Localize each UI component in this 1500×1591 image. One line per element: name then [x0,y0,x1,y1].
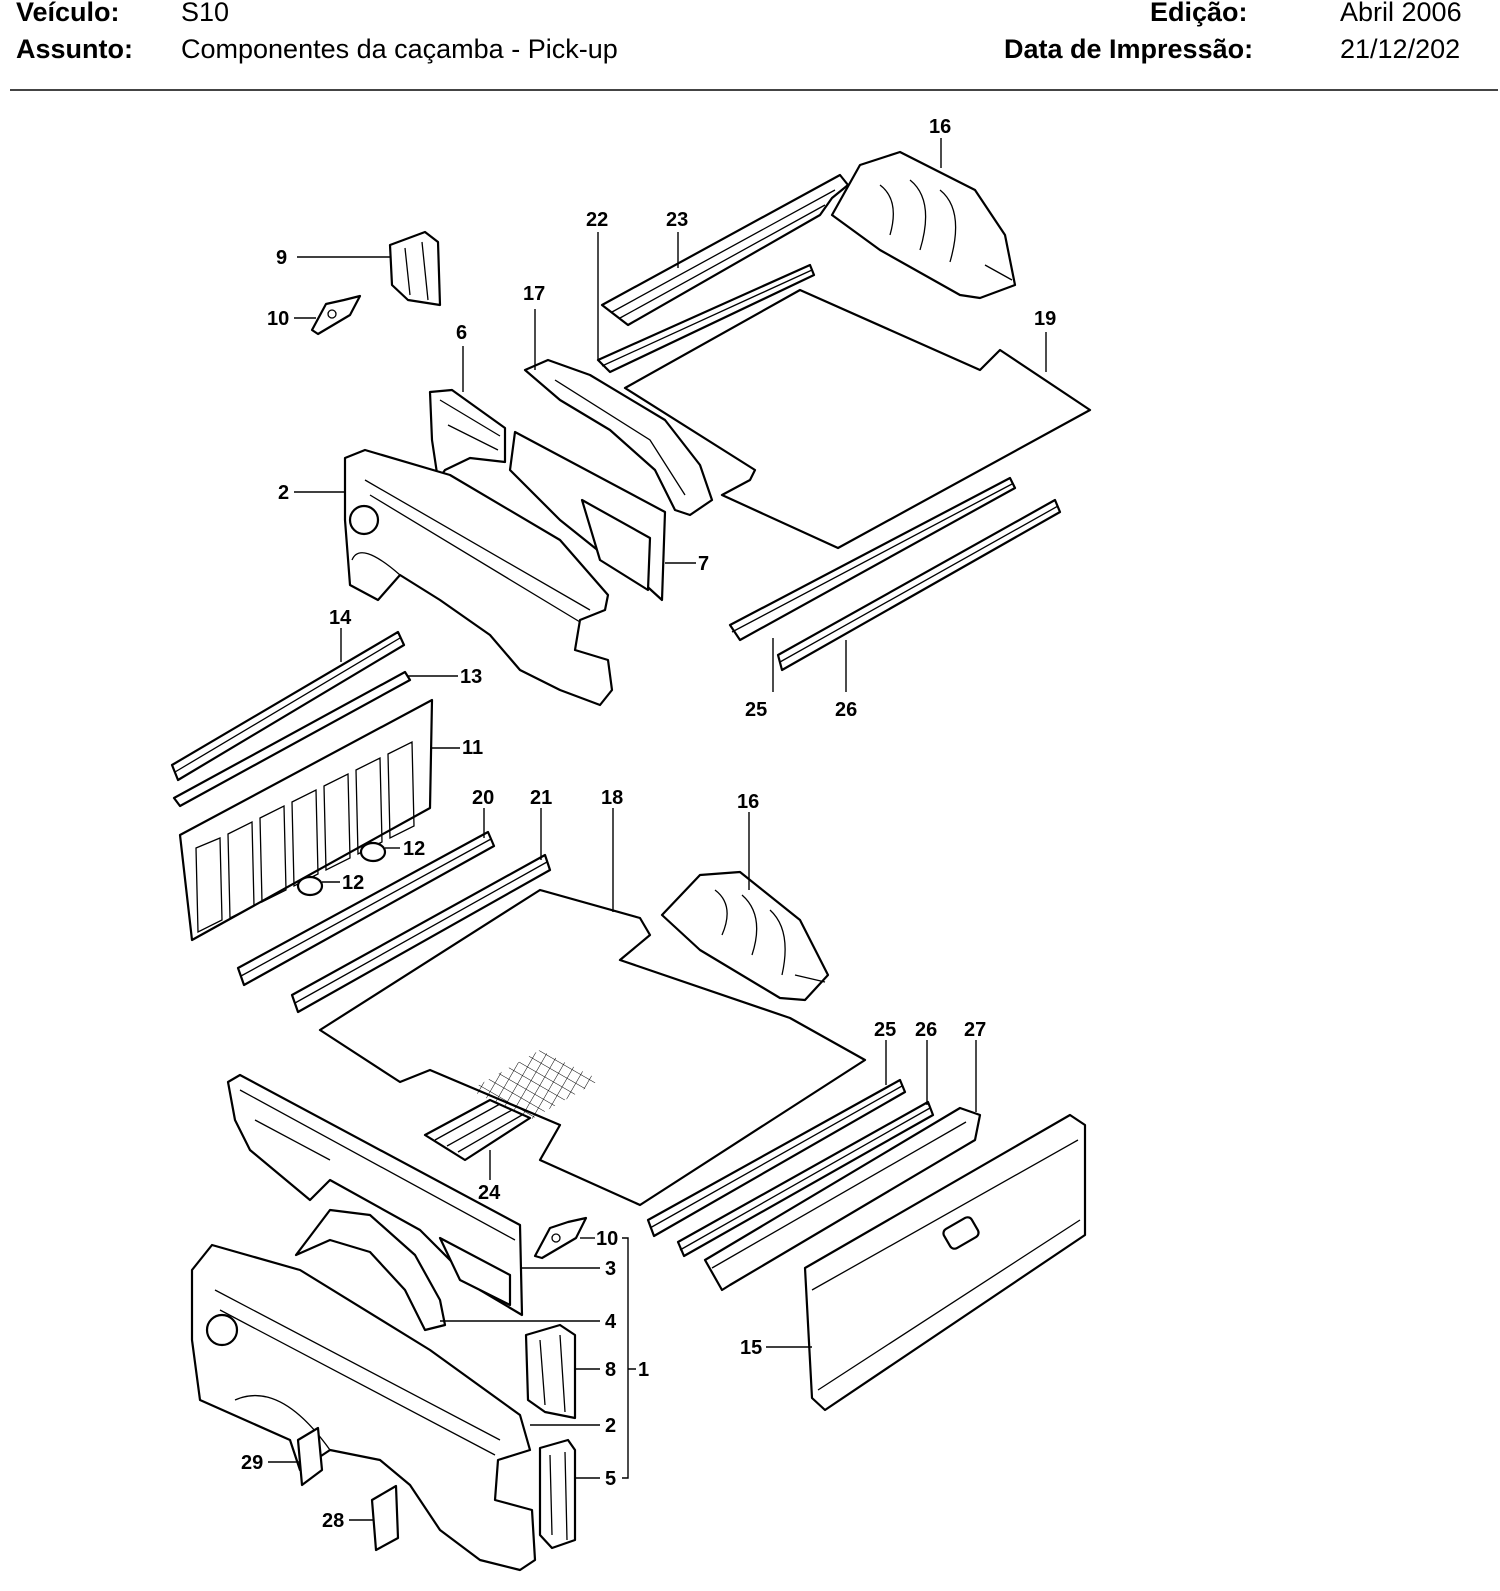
subject-label: Assunto: [16,34,133,64]
part-14-rail [170,630,406,782]
part-9-bracket [388,230,442,307]
part-26-crossmember-upper [776,498,1062,672]
vehicle-value: S10 [181,0,230,27]
callout-16: 16 [929,116,951,138]
part-10-clip-lower [533,1216,588,1260]
callout-5: 5 [605,1468,616,1490]
part-28-mud-flap [370,1484,400,1552]
callout-6: 6 [456,322,467,344]
callout-22: 22 [586,209,608,231]
part-2-rear-outer-fender-lower [190,1243,537,1572]
part-2-rear-outer-fender-upper [343,448,614,707]
callout-labels: 9 10 6 2 7 17 22 23 16 19 25 26 14 13 11… [241,116,1056,1532]
part-12-plug-b [296,875,324,897]
part-20-rail [236,830,496,987]
callout-18: 18 [601,787,623,809]
print-date-label: Data de Impressão: [1004,34,1254,64]
callout-4: 4 [605,1311,617,1333]
part-11-front-panel [178,698,434,942]
callout-15: 15 [740,1337,762,1359]
callout-9: 9 [276,247,287,269]
callout-7: 7 [698,553,709,575]
part-27-rear-sill [703,1106,982,1292]
callout-28: 28 [322,1510,344,1532]
part-10-clip [310,294,362,336]
callout-3: 3 [605,1258,616,1280]
callout-14: 14 [329,607,352,629]
part-18-bed-floor-lower [318,888,867,1207]
callout-12: 12 [342,872,364,894]
callout-11: 11 [462,737,483,759]
callout-26: 26 [835,699,857,721]
callout-25: 25 [745,699,767,721]
part-23-front-panel [600,173,850,327]
callout-27: 27 [964,1019,986,1041]
callout-10: 10 [267,308,289,330]
print-date-value: 21/12/202 [1340,34,1461,64]
callout-26: 26 [915,1019,937,1041]
subject-value: Componentes da caçamba - Pick-up [181,34,618,64]
part-5-bracket [538,1438,577,1550]
callout-24: 24 [478,1182,501,1204]
callout-2: 2 [605,1415,616,1437]
part-22-front-crossmember [596,263,816,374]
vehicle-label: Veículo: [16,0,120,27]
part-17-wheelhouse-panel [523,358,714,517]
part-13-strip [172,670,412,808]
part-29-mud-flap [296,1426,324,1487]
part-16-wheelhouse-lower [660,870,830,1002]
header-divider [10,89,1498,91]
callout-20: 20 [472,787,494,809]
part-25-crossmember-lower [646,1078,907,1238]
callout-25: 25 [874,1019,896,1041]
part-4-wheelhouse-outer [294,1208,447,1332]
part-19-bed-floor-upper [623,288,1092,550]
callout-17: 17 [523,283,545,305]
part-16-wheelhouse-upper [830,150,1017,300]
callout-19: 19 [1034,308,1056,330]
part-21-rail [290,853,552,1014]
part-26-crossmember-lower [676,1100,935,1258]
edition-label: Edição: [1150,0,1248,27]
callout-10: 10 [596,1228,618,1250]
callout-12: 12 [403,838,425,860]
callout-2: 2 [278,482,289,504]
leader-lines [268,138,1047,1521]
part-7-inner-side-panel [508,430,667,602]
edition-value: Abril 2006 [1340,0,1462,27]
part-25-crossmember-upper [728,476,1017,642]
callout-29: 29 [241,1452,263,1474]
part-3-inner-side-panel [226,1073,524,1317]
callout-13: 13 [460,666,482,688]
callout-23: 23 [666,209,688,231]
callout-16: 16 [737,791,759,813]
part-12-plug-a [359,841,387,863]
callout-21: 21 [530,787,552,809]
part-24-floor-strip [423,1098,532,1162]
callout-1: 1 [638,1359,649,1381]
part-6-brace [428,388,507,482]
callout-8: 8 [605,1359,616,1381]
part-8-bracket [524,1323,577,1420]
part-15-tailgate [803,1113,1087,1412]
